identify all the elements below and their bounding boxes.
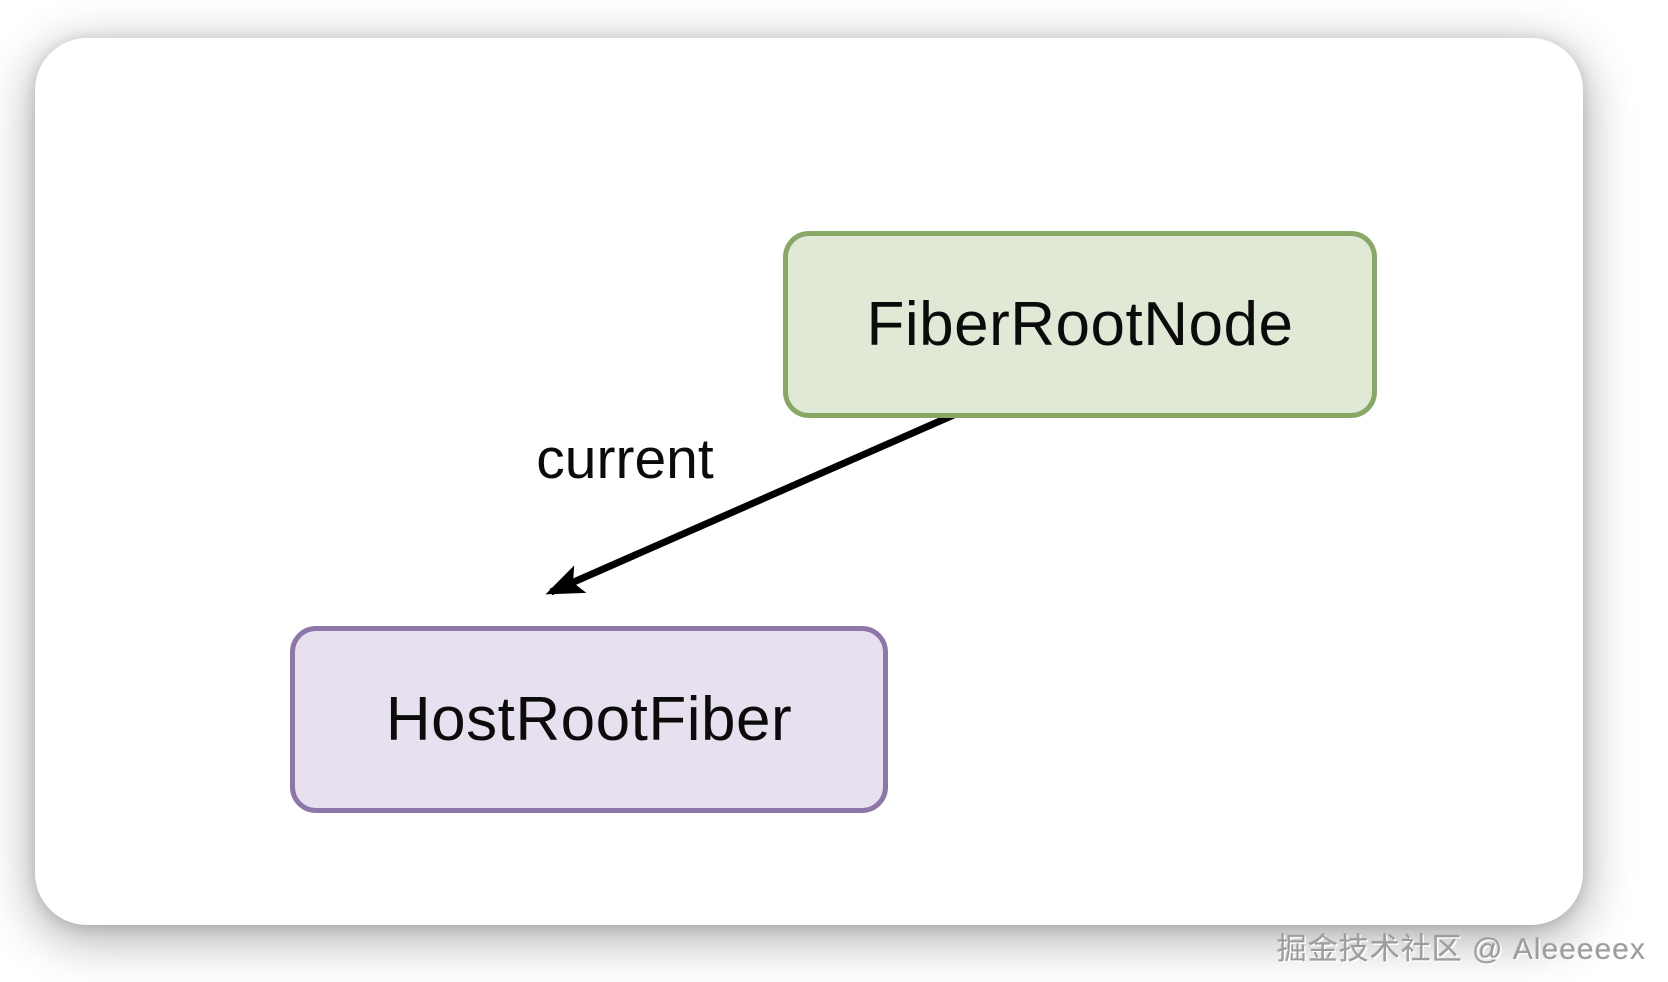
edge-arrow <box>545 384 1017 596</box>
node-host-root-fiber: HostRootFiber <box>290 626 888 813</box>
diagram-card: FiberRootNode HostRootFiber current <box>35 38 1583 925</box>
watermark: 掘金技术社区 @ Aleeeeex <box>1276 933 1646 966</box>
node-fiber-root-node-label: FiberRootNode <box>866 290 1294 359</box>
edge-label-current: current <box>536 427 714 491</box>
node-host-root-fiber-label: HostRootFiber <box>385 685 793 754</box>
node-fiber-root-node: FiberRootNode <box>783 231 1377 418</box>
